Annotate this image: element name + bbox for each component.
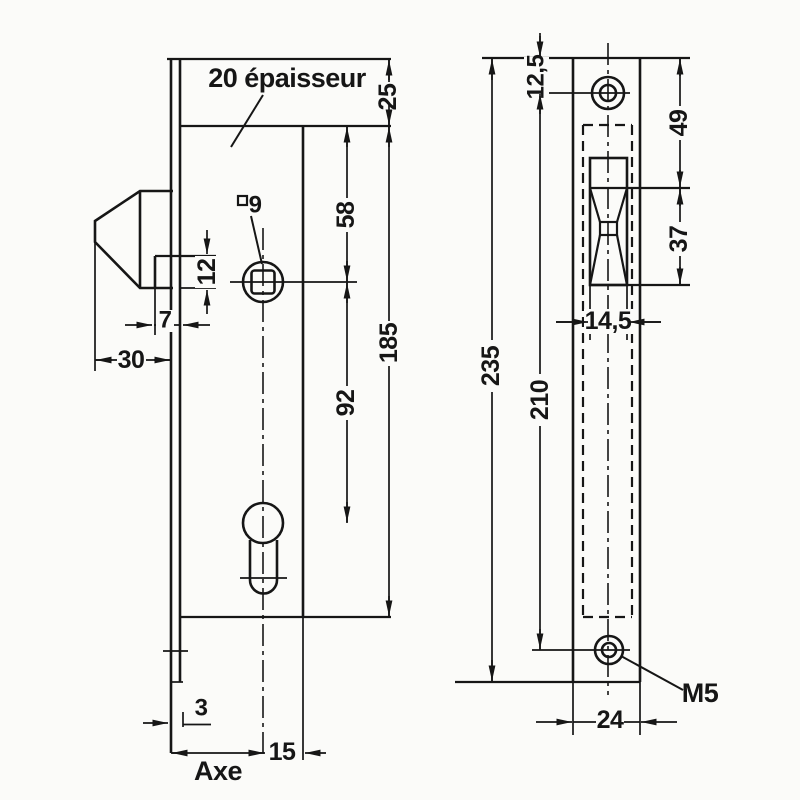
front-view-label-patches bbox=[480, 57, 692, 733]
hidden-case-dashed-outline bbox=[581, 123, 634, 619]
thickness-note: 20 épaisseur bbox=[208, 63, 367, 93]
cylinder-hole bbox=[240, 501, 287, 595]
spindle-hole bbox=[230, 228, 357, 753]
front-view: 12,5 49 37 235 210 14,5 24 M5 bbox=[455, 33, 719, 735]
dim-92-label: 92 bbox=[332, 390, 360, 417]
square-hole-dim-label: 9 bbox=[249, 192, 262, 219]
dim-185-label: 185 bbox=[375, 322, 403, 363]
thickness-note-leader bbox=[230, 94, 264, 148]
dim-14-5-label: 14,5 bbox=[585, 307, 632, 335]
dim-37-label: 37 bbox=[665, 226, 693, 253]
dim-210-label: 210 bbox=[526, 380, 554, 420]
lock-case-side-outline bbox=[180, 124, 391, 760]
dim-235-label: 235 bbox=[477, 345, 505, 386]
dim-12-label: 12 bbox=[193, 259, 221, 286]
bottom-screw-hole bbox=[532, 634, 630, 666]
front-view-dimension-arrows bbox=[488, 36, 684, 726]
screw-thread-leader bbox=[620, 655, 684, 691]
side-view: 20 épaisseur 9 25 58 185 92 12 7 30 3 Ax… bbox=[93, 57, 403, 786]
square-symbol-icon bbox=[236, 194, 249, 207]
screw-thread-label: M5 bbox=[682, 678, 719, 708]
axis-label: Axe bbox=[194, 756, 243, 786]
side-view-dimension-arrows bbox=[96, 60, 393, 757]
faceplate-front-outline bbox=[455, 56, 690, 735]
faceplate-side-outline bbox=[163, 57, 391, 753]
dim-3-label: 3 bbox=[195, 695, 208, 722]
latch-bolt-side-outline bbox=[93, 189, 216, 371]
side-view-label-patches bbox=[117, 82, 401, 420]
dim-58-label: 58 bbox=[332, 201, 360, 228]
front-view-dimension-lines bbox=[491, 33, 681, 723]
top-screw-hole bbox=[543, 75, 630, 111]
dim-24-label: 24 bbox=[597, 706, 624, 734]
dim-7-label: 7 bbox=[159, 307, 172, 334]
dim-30-label: 30 bbox=[118, 346, 145, 374]
square-hole-leader bbox=[250, 215, 263, 265]
dim-15-label: 15 bbox=[269, 738, 296, 766]
dim-25-label: 25 bbox=[374, 83, 402, 110]
dim-12-5-label: 12,5 bbox=[523, 54, 550, 99]
dim-49-label: 49 bbox=[665, 110, 693, 137]
